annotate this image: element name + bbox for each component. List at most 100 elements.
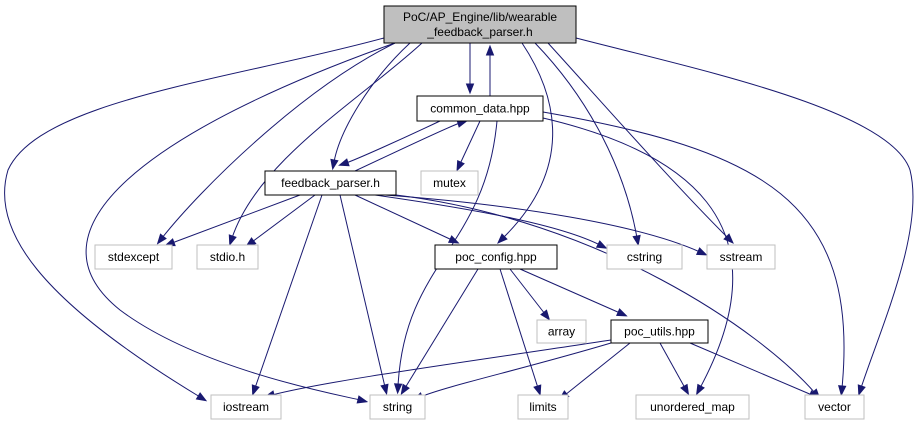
edge-root-to-stdio	[228, 42, 423, 246]
node-stdexcept: stdexcept	[94, 244, 173, 270]
edge-line	[339, 194, 386, 388]
edge-line	[419, 342, 612, 398]
node-common_data[interactable]: common_data.hpp	[416, 95, 544, 122]
node-label: _feedback_parser.h	[426, 25, 532, 39]
node-poc_utils[interactable]: poc_utils.hpp	[610, 319, 709, 344]
node-unordered_map: unordered_map	[635, 394, 750, 420]
edge-common_data-to-root	[485, 44, 495, 96]
edge-line	[534, 42, 638, 239]
edge-arrowhead	[228, 234, 237, 246]
edge-arrowhead	[393, 383, 403, 395]
edge-arrowhead	[695, 247, 708, 256]
edge-line	[542, 117, 734, 389]
edge-line	[659, 342, 686, 389]
edge-root-to-sstream	[547, 42, 734, 244]
node-mutex: mutex	[420, 170, 479, 196]
node-label: PoC/AP_Engine/lib/wearable	[403, 10, 557, 24]
edge-arrowhead	[533, 384, 542, 396]
edge-common_data-to-vector	[542, 111, 847, 397]
edge-line	[519, 268, 621, 314]
edge-arrowhead	[356, 395, 369, 404]
edge-arrowhead	[696, 383, 705, 396]
node-vector: vector	[804, 394, 865, 420]
edge-arrowhead	[540, 309, 551, 321]
node-box	[706, 244, 776, 270]
node-limits: limits	[517, 394, 569, 420]
edge-root-to-stdexcept	[156, 42, 396, 245]
edge-feedback_parser-to-common_data	[354, 119, 469, 172]
edge-line	[509, 268, 546, 315]
node-array: array	[536, 319, 587, 344]
edge-line	[254, 194, 323, 389]
edge-poc_utils-to-limits	[558, 342, 631, 401]
node-label: mutex	[433, 176, 466, 190]
edge-common_data-to-mutex	[456, 120, 481, 172]
node-box	[94, 244, 173, 270]
edge-arrowhead	[380, 383, 389, 396]
edge-arrowhead	[400, 383, 410, 396]
edge-root-to-vector	[575, 37, 914, 396]
edge-root-to-iostream	[4, 37, 385, 402]
node-label: iostream	[223, 400, 269, 414]
edge-line	[542, 111, 845, 389]
edge-poc_config-to-limits	[499, 268, 542, 396]
node-label: poc_config.hpp	[455, 250, 537, 264]
node-label: poc_utils.hpp	[624, 325, 695, 339]
node-feedback_parser[interactable]: feedback_parser.h	[264, 170, 397, 196]
node-box	[610, 319, 709, 344]
node-box	[434, 244, 558, 270]
node-stdio: stdio.h	[196, 244, 259, 270]
edge-arrowhead	[838, 385, 847, 397]
node-box	[416, 95, 544, 122]
edge-arrowhead	[723, 233, 734, 244]
node-string: string	[369, 394, 426, 420]
edge-feedback_parser-to-string	[339, 194, 389, 396]
node-label: common_data.hpp	[430, 102, 530, 116]
node-sstream: sstream	[706, 244, 776, 270]
edge-line	[547, 42, 729, 239]
edge-poc_utils-to-string	[412, 342, 612, 401]
edge-line	[404, 268, 479, 389]
edge-line	[354, 122, 461, 172]
edge-arrowhead	[485, 44, 495, 56]
node-poc_config[interactable]: poc_config.hpp	[434, 244, 558, 270]
node-iostream: iostream	[210, 394, 282, 420]
edge-arrowhead	[251, 384, 260, 396]
edge-feedback_parser-to-vector	[395, 194, 821, 400]
node-label: vector	[818, 400, 851, 414]
edge-arrowhead	[632, 234, 641, 247]
edge-feedback_parser-to-cstring	[374, 194, 608, 249]
node-box	[420, 170, 479, 196]
edge-line	[374, 194, 601, 246]
edge-line	[575, 37, 914, 389]
edge-line	[271, 339, 612, 396]
edge-root-to-cstring	[534, 42, 641, 247]
edge-arrowhead	[330, 158, 339, 171]
node-cstring: cstring	[606, 244, 683, 270]
edge-line	[384, 194, 701, 253]
edge-arrowhead	[195, 392, 208, 402]
edge-line	[4, 37, 385, 398]
edge-common_data-to-feedback_parser	[338, 120, 441, 167]
edge-feedback_parser-to-sstream	[384, 194, 708, 256]
node-label: limits	[529, 400, 556, 414]
node-label: feedback_parser.h	[281, 176, 380, 190]
edge-arrowhead	[497, 233, 508, 244]
edge-arrowhead	[156, 233, 167, 245]
edge-line	[499, 268, 539, 389]
edges-layer	[4, 37, 914, 404]
node-box	[210, 394, 282, 420]
edge-arrowhead	[595, 240, 608, 249]
node-label: sstream	[720, 250, 763, 264]
edge-line	[459, 120, 481, 165]
edge-line	[345, 120, 441, 164]
edge-arrowhead	[465, 83, 475, 95]
edge-arrowhead	[680, 383, 690, 396]
nodes-layer: PoC/AP_Engine/lib/wearable_feedback_pars…	[94, 5, 865, 420]
node-box	[606, 244, 683, 270]
edge-feedback_parser-to-iostream	[251, 194, 323, 396]
node-label: unordered_map	[650, 400, 735, 414]
node-root[interactable]: PoC/AP_Engine/lib/wearable_feedback_pars…	[383, 5, 577, 44]
edge-line	[354, 194, 453, 241]
edge-arrowhead	[857, 384, 866, 396]
